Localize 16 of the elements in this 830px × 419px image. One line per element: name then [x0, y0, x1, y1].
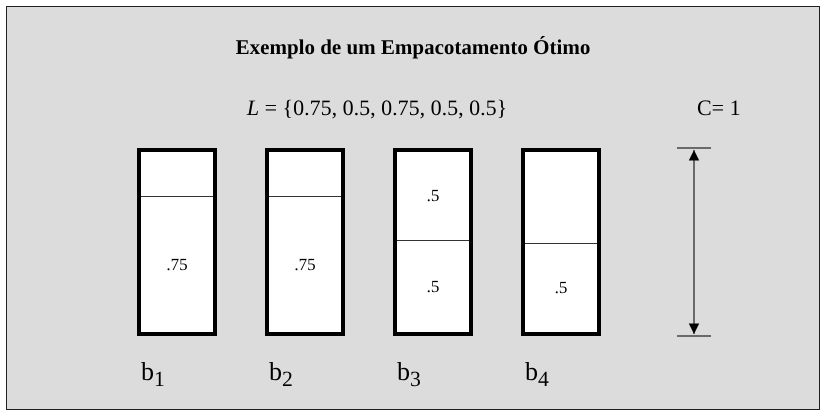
bin-box [521, 148, 601, 336]
bin-label: b$_{1}$ [141, 357, 165, 392]
capacity-label: C= 1 [697, 95, 741, 121]
bin-label: b$_{2}$ [269, 357, 293, 392]
item-size: .5 [426, 276, 440, 296]
diagram-title: Exemplo de um Empacotamento Ótimo [234, 35, 592, 60]
item-size: .75 [294, 254, 316, 274]
bin-label: b$_{3}$ [397, 357, 421, 392]
item-list: L = {0.75, 0.5, 0.75, 0.5, 0.5} [246, 95, 508, 121]
item-size: .5 [554, 278, 568, 298]
bin-label: b$_{4}$ [525, 357, 549, 392]
item-size: .5 [426, 186, 440, 206]
bin-box [265, 148, 345, 336]
bin-box [137, 148, 217, 336]
item-size: .75 [166, 254, 188, 274]
bin-box [393, 148, 473, 336]
